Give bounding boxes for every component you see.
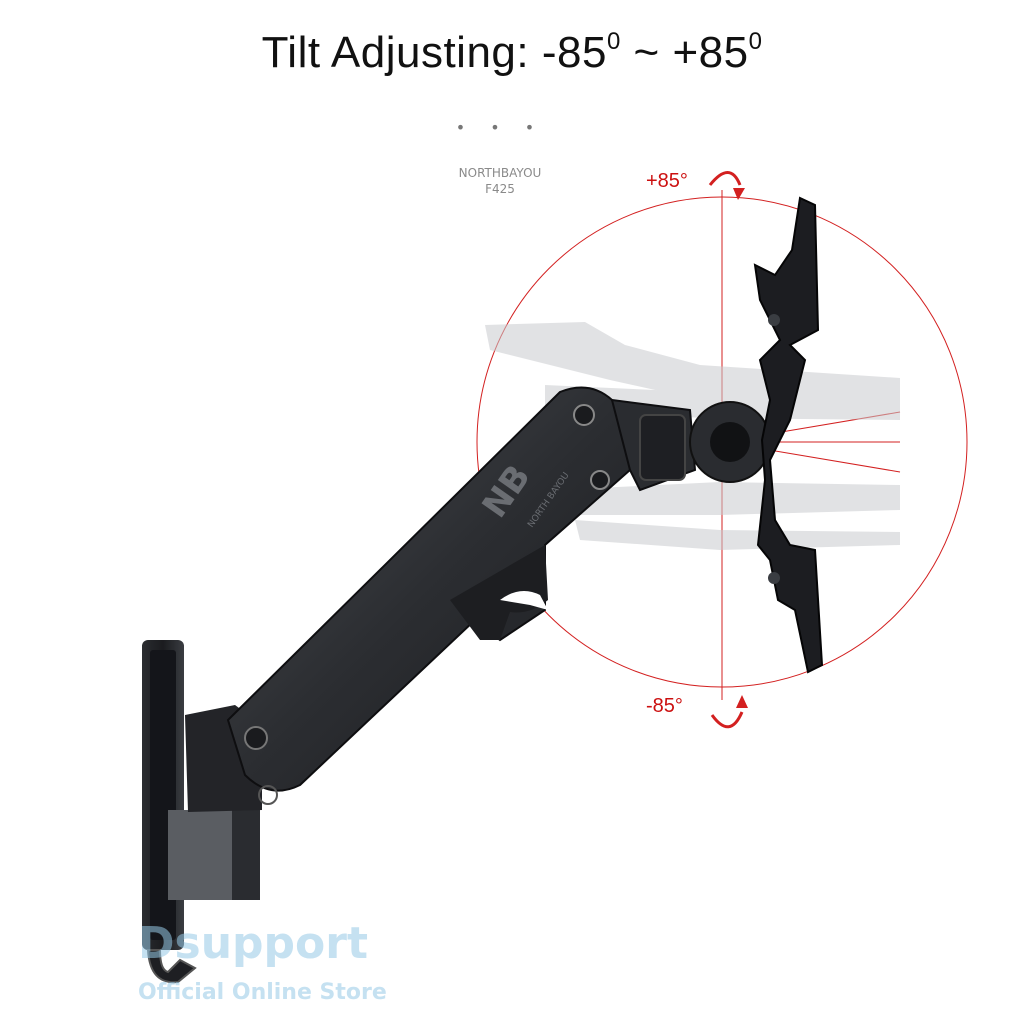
- model-line: F425: [485, 182, 515, 196]
- vesa-plate: [753, 196, 824, 674]
- curved-arrow-icon: [710, 711, 744, 729]
- screw: [590, 470, 610, 490]
- angle-label-lower: -85°: [646, 695, 683, 717]
- arm-body: [226, 386, 642, 792]
- model-caption: NORTHBAYOU F425: [440, 165, 560, 197]
- brand-line: NORTHBAYOU: [458, 166, 542, 180]
- screw: [258, 785, 278, 805]
- wall-hook: [146, 949, 197, 984]
- screw: [244, 726, 268, 750]
- angle-label-upper: +85°: [646, 170, 688, 192]
- store-watermark: Dsupport: [138, 918, 368, 969]
- screw: [573, 404, 595, 426]
- store-watermark-sub: Official Online Store: [138, 980, 387, 1005]
- curved-arrow-icon: [708, 171, 742, 186]
- ghost-lower-2: [575, 520, 900, 550]
- gas-spring-arm: NB NORTH BAYOU: [226, 386, 771, 805]
- decorative-dots: • • •: [455, 118, 545, 137]
- curved-arrow-icon: [736, 695, 748, 708]
- curved-arrow-icon: [733, 188, 745, 200]
- page-title: Tilt Adjusting: -850 ~ +850: [261, 28, 763, 77]
